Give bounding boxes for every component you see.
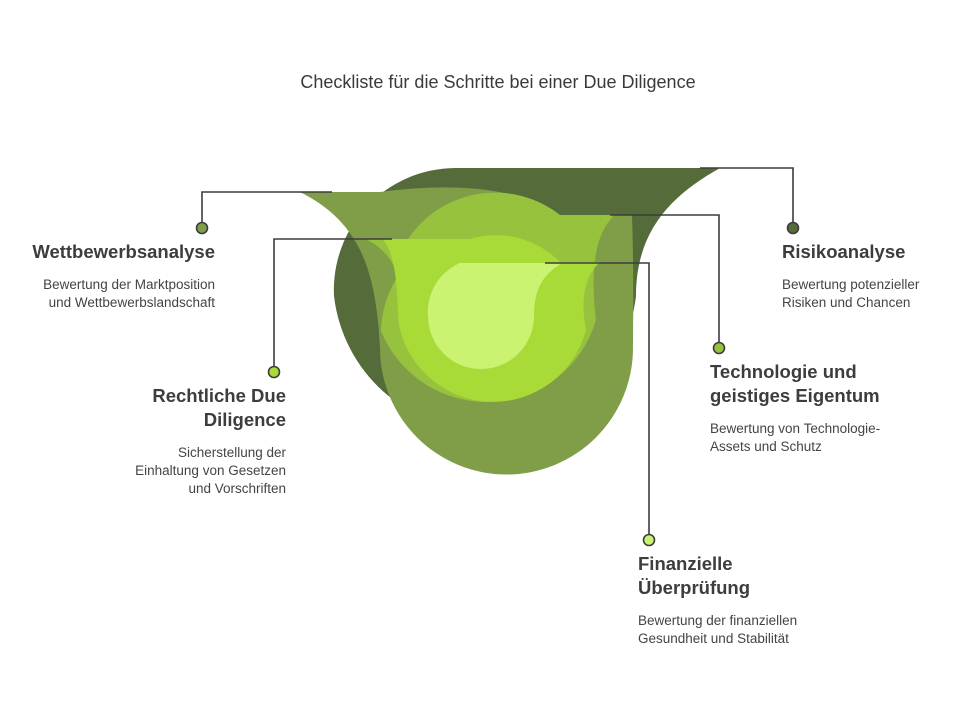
item-description: Sicherstellung der Einhaltung von Gesetz… — [135, 445, 286, 496]
item-description: Bewertung der finanziellen Gesundheit un… — [638, 613, 798, 646]
marker-recht — [267, 365, 281, 379]
item-rechtliche-due-diligence: Rechtliche Due Diligence Sicherstellung … — [120, 384, 286, 498]
item-risikoanalyse: Risikoanalyse Bewertung potenzieller Ris… — [782, 240, 962, 312]
item-wettbewerbsanalyse: Wettbewerbsanalyse Bewertung der Marktpo… — [20, 240, 215, 312]
connector-wettbewerb — [195, 191, 332, 235]
connector-finanzen — [545, 262, 656, 547]
item-technologie-geistiges-eigentum: Technologie und geistiges Eigentum Bewer… — [710, 360, 890, 456]
layer-finanzen — [427, 263, 562, 369]
item-description: Bewertung von Technologie-Assets und Sch… — [710, 421, 881, 454]
connector-technologie — [610, 214, 726, 355]
item-heading: Technologie und geistiges Eigentum — [710, 361, 880, 406]
connector-risiko — [700, 167, 800, 235]
item-heading: Risikoanalyse — [782, 241, 906, 262]
marker-finanzen — [642, 533, 656, 547]
item-description: Bewertung der Marktposition und Wettbewe… — [43, 277, 215, 310]
item-finanzielle-ueberpruefung: Finanzielle Überprüfung Bewertung der fi… — [638, 552, 828, 648]
item-heading: Rechtliche Due Diligence — [152, 385, 286, 430]
diagram-title: Checkliste für die Schritte bei einer Du… — [300, 72, 696, 92]
item-heading: Finanzielle Überprüfung — [638, 553, 751, 598]
connector-recht — [267, 238, 392, 379]
item-description: Bewertung potenzieller Risiken und Chanc… — [782, 277, 920, 310]
marker-wettbewerb — [195, 221, 209, 235]
marker-technologie — [712, 341, 726, 355]
item-heading: Wettbewerbsanalyse — [32, 241, 215, 262]
marker-risiko — [786, 221, 800, 235]
core-shape — [427, 263, 562, 369]
